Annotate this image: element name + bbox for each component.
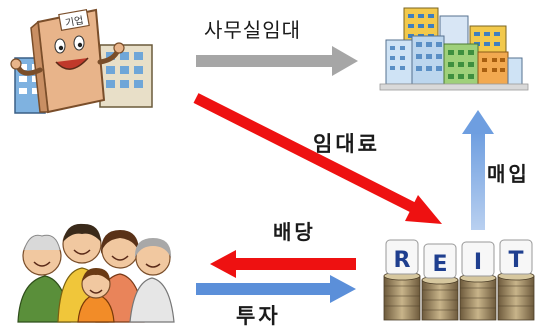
purchase-arrow <box>462 110 494 230</box>
dividend-label: 배당 <box>273 220 316 244</box>
investment-arrow <box>196 275 356 303</box>
reit-letter-i: I <box>474 250 482 275</box>
company-building-icon <box>10 8 153 114</box>
company-sign-label: 기업 <box>64 13 84 29</box>
investors-family-icon <box>17 223 175 323</box>
investment-label: 투자 <box>236 304 281 328</box>
reit-letter-r: R <box>394 248 411 273</box>
rent-label: 임대료 <box>313 132 380 156</box>
dividend-arrow <box>210 250 356 278</box>
office-buildings-icon <box>379 7 529 91</box>
office-rental-label: 사무실임대 <box>204 18 301 42</box>
reit-letter-t: T <box>508 248 523 273</box>
coin-stack-3 <box>459 273 497 321</box>
reit-letter-e: E <box>432 252 447 277</box>
reit-coins-icon <box>383 239 535 321</box>
purchase-label: 매입 <box>487 162 530 186</box>
rent-arrow <box>193 93 442 224</box>
office-rental-arrow <box>196 46 358 76</box>
coin-stack-2 <box>421 275 459 321</box>
